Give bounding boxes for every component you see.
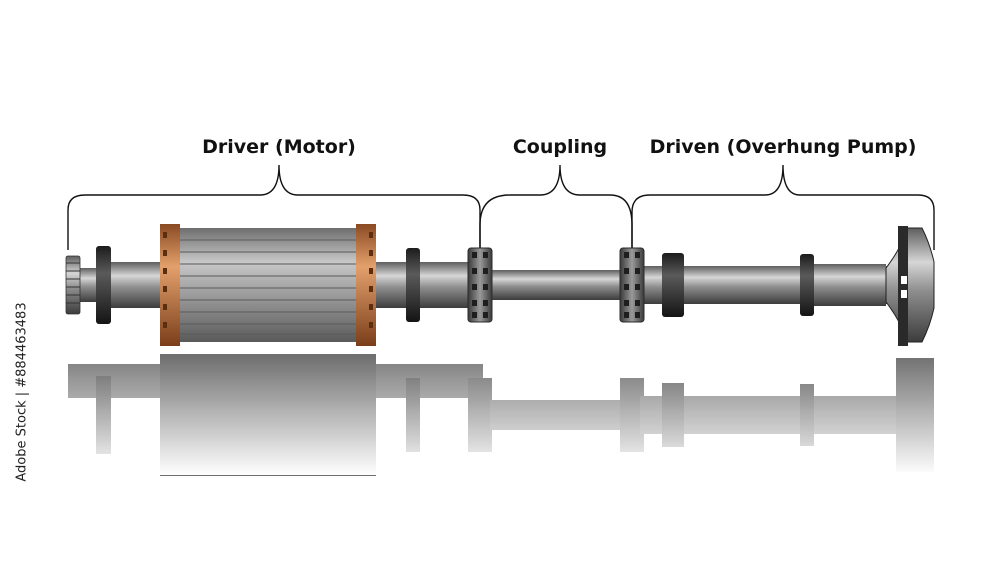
bracket-coupling	[479, 164, 633, 250]
motor-hub-outer	[420, 262, 468, 308]
pump-bearing-collar-2	[800, 254, 814, 316]
shaft-assembly	[65, 224, 935, 346]
pump-bearing-collar-1	[662, 253, 684, 317]
driver-motor-label: Driver (Motor)	[202, 136, 356, 158]
bearing-collar-left	[96, 246, 111, 324]
floor-reflection	[0, 354, 1000, 476]
stock-id-watermark: Adobe Stock | #884463483	[12, 302, 32, 482]
label-brackets	[67, 164, 935, 250]
motor-hub-right	[376, 262, 406, 308]
motor-rotor-core	[180, 228, 356, 342]
driven-pump-label: Driven (Overhung Pump)	[649, 136, 917, 158]
copper-ring-teeth	[163, 232, 373, 328]
coupling-label: Coupling	[512, 136, 608, 158]
pump-shaft-step	[814, 264, 886, 306]
motor-rotor	[160, 224, 376, 346]
coupling-flange-pump-side	[619, 247, 645, 323]
stock-id-text: Adobe Stock | #884463483	[14, 302, 30, 482]
end-gear	[65, 255, 81, 315]
rotor-laminations	[180, 239, 356, 335]
bearing-collar-right	[406, 248, 420, 322]
bracket-driver	[67, 164, 481, 250]
overhung-impeller	[885, 226, 935, 346]
motor-hub-left	[111, 262, 161, 308]
bracket-driven	[631, 164, 935, 250]
coupling-flange-motor-side	[467, 247, 493, 323]
intermediate-shaft	[490, 270, 625, 300]
